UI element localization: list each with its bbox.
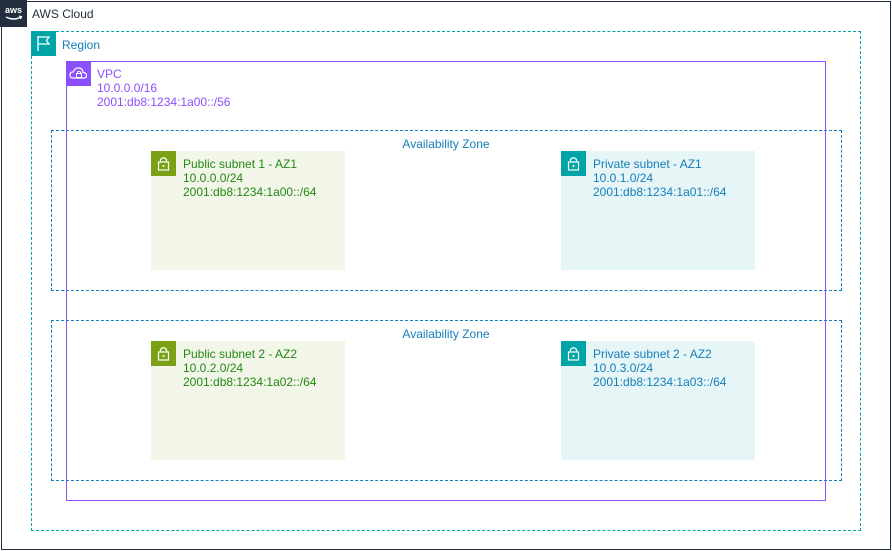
private-subnet-2 bbox=[561, 341, 755, 460]
lock-icon bbox=[151, 341, 176, 366]
vpc-label: VPC 10.0.0.0/16 2001:db8:1234:1a00::/56 bbox=[97, 67, 230, 109]
availability-zone-1-title: Availability Zone bbox=[402, 137, 490, 151]
public-subnet-1-label: Public subnet 1 - AZ1 10.0.0.0/24 2001:d… bbox=[183, 157, 316, 199]
vpc-group bbox=[66, 61, 826, 501]
vpc-ipv4-cidr: 10.0.0.0/16 bbox=[97, 81, 158, 95]
subnet-name: Public subnet 1 - AZ1 bbox=[183, 157, 298, 171]
private-subnet-1 bbox=[561, 151, 755, 270]
subnet-name: Private subnet - AZ1 bbox=[593, 157, 702, 171]
private-subnet-2-label: Private subnet 2 - AZ2 10.0.3.0/24 2001:… bbox=[593, 347, 726, 389]
subnet-ipv4-cidr: 10.0.0.0/24 bbox=[183, 171, 244, 185]
aws-logo-icon: aws bbox=[0, 0, 27, 27]
svg-text:aws: aws bbox=[5, 5, 22, 15]
region-group bbox=[31, 31, 861, 531]
subnet-ipv6-cidr: 2001:db8:1234:1a02::/64 bbox=[183, 375, 317, 389]
public-subnet-1 bbox=[151, 151, 345, 270]
subnet-ipv6-cidr: 2001:db8:1234:1a01::/64 bbox=[593, 185, 727, 199]
lock-icon bbox=[561, 151, 586, 176]
availability-zone-2-title: Availability Zone bbox=[402, 327, 490, 341]
subnet-ipv6-cidr: 2001:db8:1234:1a00::/64 bbox=[183, 185, 317, 199]
subnet-ipv4-cidr: 10.0.3.0/24 bbox=[593, 361, 654, 375]
private-subnet-1-label: Private subnet - AZ1 10.0.1.0/24 2001:db… bbox=[593, 157, 726, 199]
subnet-name: Private subnet 2 - AZ2 bbox=[593, 347, 712, 361]
public-subnet-2 bbox=[151, 341, 345, 460]
vpc-ipv6-cidr: 2001:db8:1234:1a00::/56 bbox=[97, 95, 231, 109]
vpc-cloud-lock-icon bbox=[66, 61, 91, 86]
aws-cloud-title: AWS Cloud bbox=[32, 7, 94, 21]
availability-zone-1 bbox=[51, 130, 842, 291]
lock-icon bbox=[151, 151, 176, 176]
subnet-ipv6-cidr: 2001:db8:1234:1a03::/64 bbox=[593, 375, 727, 389]
vpc-title: VPC bbox=[97, 67, 122, 81]
subnet-name: Public subnet 2 - AZ2 bbox=[183, 347, 298, 361]
region-flag-icon bbox=[31, 31, 56, 56]
lock-icon bbox=[561, 341, 586, 366]
subnet-ipv4-cidr: 10.0.2.0/24 bbox=[183, 361, 244, 375]
public-subnet-2-label: Public subnet 2 - AZ2 10.0.2.0/24 2001:d… bbox=[183, 347, 316, 389]
availability-zone-2 bbox=[51, 320, 842, 481]
subnet-ipv4-cidr: 10.0.1.0/24 bbox=[593, 171, 654, 185]
region-title: Region bbox=[62, 38, 101, 52]
